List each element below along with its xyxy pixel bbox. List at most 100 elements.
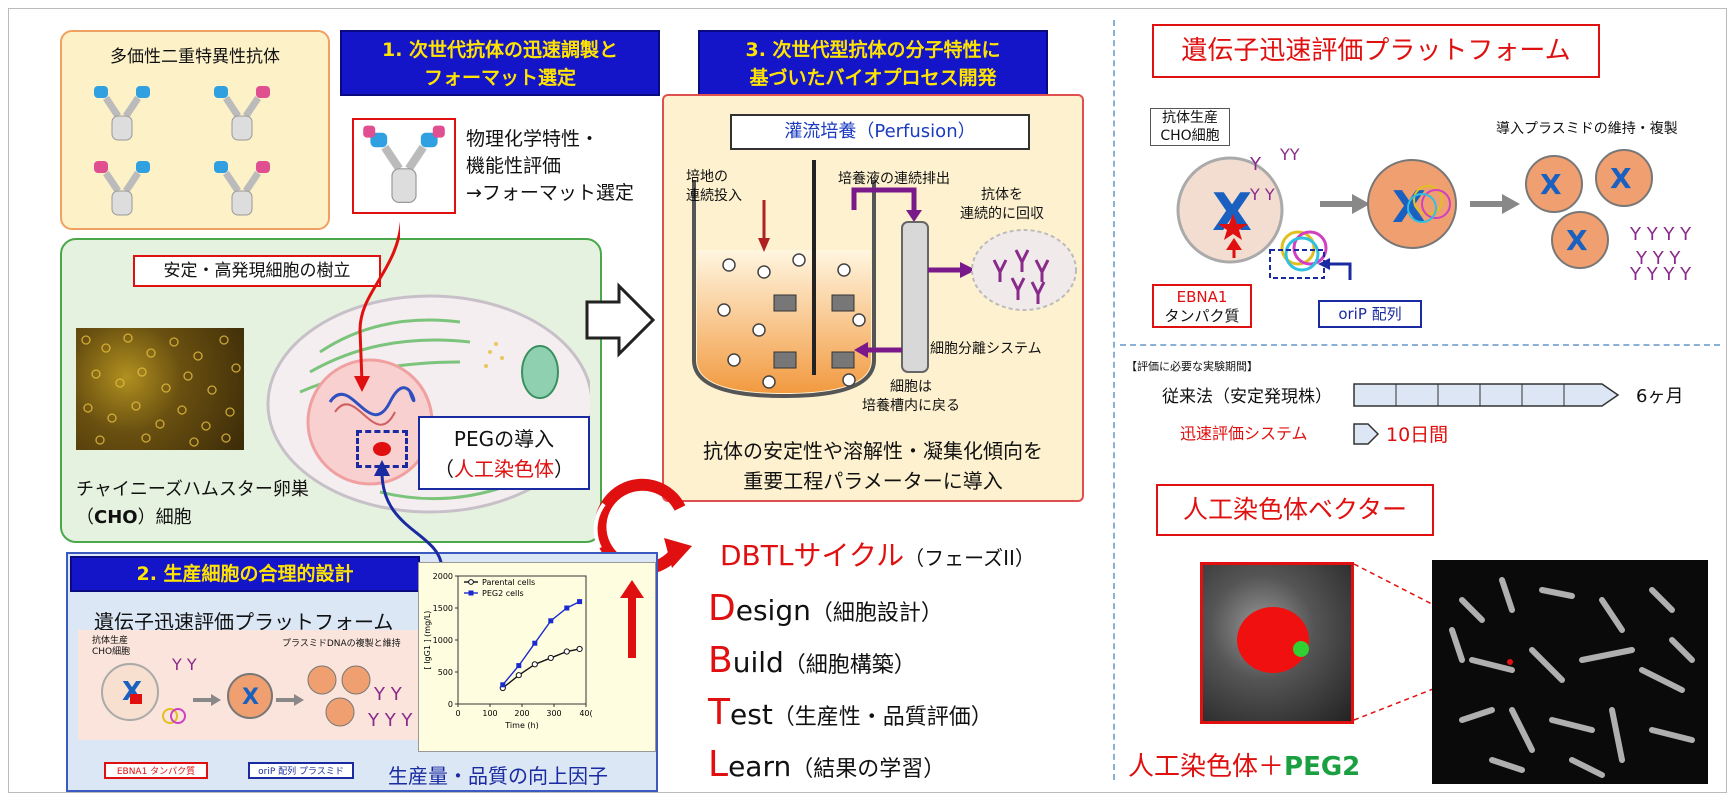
data-point <box>531 661 538 668</box>
cho-cell-label: チャイニーズハムスター卵巣 （CHO）細胞 <box>76 479 309 528</box>
cell-separation-label: 細胞分離システム <box>930 341 1042 357</box>
series-line <box>502 600 580 686</box>
bottom-right-label: 人工染色体＋PEG2 <box>1128 752 1361 782</box>
data-point <box>577 599 583 605</box>
antibody-collection-label: 抗体を 連続的に回収 <box>960 187 1044 222</box>
y-tick-label: 500 <box>438 668 453 677</box>
horizontal-divider <box>1120 344 1720 346</box>
dbtl-build: Build（細胞構築） <box>708 640 916 681</box>
data-point <box>532 640 538 646</box>
blue-arrow <box>374 460 444 571</box>
section2-improve-label: 生産量・品質の向上因子 <box>388 764 608 788</box>
section3-bottom-text: 抗体の安定性や溶解性・凝集化傾向を 重要工程パラメーターに導入 <box>703 439 1043 493</box>
svg-text:Y: Y <box>1249 154 1262 175</box>
multivalent-antibody-panel: 多価性二重特異性抗体 <box>60 30 330 230</box>
mitochondria <box>521 345 559 399</box>
svg-text:Y Y Y Y: Y Y Y Y <box>1629 264 1692 285</box>
antibody-icon <box>363 125 445 204</box>
rapid-value: 10日間 <box>1386 424 1449 446</box>
x-tick-label: 40( <box>579 709 592 718</box>
data-point <box>516 663 522 669</box>
continuous-output-label: 培養液の連続排出 <box>838 171 950 187</box>
antibody-icon <box>94 86 150 141</box>
svg-text:Y Y Y: Y Y Y <box>367 710 413 731</box>
conventional-value: 6ヶ月 <box>1636 386 1684 407</box>
section1-title: 1. 次世代抗体の迅速調製と フォーマット選定 <box>340 30 660 96</box>
legend-marker <box>468 579 474 585</box>
section1-description: 物理化学特性・ 機能性評価 →フォーマット選定 <box>466 128 634 204</box>
data-point <box>547 654 554 662</box>
right-maintain-label: 導入プラスミドの維持・複製 <box>1496 121 1678 137</box>
x-tick-label: 300 <box>546 709 561 718</box>
x-axis-label: Time (h) <box>504 721 538 730</box>
data-point <box>576 645 583 653</box>
perfusion-label: 灌流培養（Perfusion） <box>730 114 1030 150</box>
antibody-cloud <box>971 229 1077 311</box>
y-tick-label: 1000 <box>433 636 453 645</box>
dbtl-test: Test（生産性・品質評価） <box>708 692 993 733</box>
y-tick-label: 1500 <box>433 604 453 613</box>
x-tick-label: 200 <box>514 709 529 718</box>
antibody-icons <box>94 86 270 216</box>
conventional-label: 従来法（安定発現株） <box>1162 387 1332 407</box>
right-cho-label: 抗体生産 CHO細胞 <box>1150 108 1230 146</box>
y-axis-label: [ IgG1 ] (mg/L) <box>423 611 432 670</box>
legend-marker <box>468 590 474 596</box>
hollow-arrow <box>585 282 656 358</box>
antibody-icon <box>214 161 270 216</box>
section2-mini-cells: X Y Y X Y Y Y Y Y <box>101 655 413 731</box>
right-platform-diagram: X Y YY Y Y X X X X Y Y Y Y Y Y Y Y Y Y Y <box>1176 145 1692 285</box>
section2-orip-label: oriP 配列 プラスミド <box>248 762 354 779</box>
cho-microscopy-image <box>76 328 244 450</box>
multivalent-label: 多価性二重特異性抗体 <box>110 47 280 67</box>
red-up-arrow <box>628 596 636 658</box>
legend-label: PEG2 cells <box>482 589 524 598</box>
legend-label: Parental cells <box>482 578 535 587</box>
cell-return-label: 細胞は 培養槽内に戻る <box>862 379 960 414</box>
red-up-arrow-head <box>620 580 644 598</box>
data-point <box>515 672 522 679</box>
data-point <box>563 648 570 655</box>
vertical-divider <box>1113 20 1115 780</box>
period-label: 【評価に必要な実験期間】 <box>1126 360 1258 373</box>
peg-introduction-box: PEGの導入 （人工染色体） <box>418 416 590 490</box>
svg-text:X: X <box>242 685 259 710</box>
chromosomes <box>1449 577 1695 778</box>
stable-cell-label: 安定・高発現細胞の樹立 <box>133 255 381 287</box>
metaphase-spread-image <box>1432 560 1708 784</box>
section2-cho-label: 抗体生産 CHO細胞 <box>92 636 131 657</box>
dbtl-learn: Learn（結果の学習） <box>708 744 946 785</box>
svg-text:Y Y: Y Y <box>171 655 197 674</box>
section2-plasmid-label: プラスミドDNAの複製と維持 <box>282 639 401 649</box>
rapid-timeline-bar <box>1353 423 1380 445</box>
dbtl-design: Design（細胞設計） <box>708 588 943 629</box>
svg-text:Y Y: Y Y <box>373 684 403 705</box>
y-tick-label: 0 <box>448 700 453 709</box>
data-point <box>548 618 554 624</box>
antibody-icon <box>94 161 150 216</box>
x-tick-label: 0 <box>455 709 460 718</box>
section2-ebna-label: EBNA1 タンパク質 <box>104 762 208 779</box>
section2-title: 2. 生産細胞の合理的設計 <box>70 556 420 592</box>
igg-chart: 0 500 1000 1500 2000 0 100 200 300 40( Time (h) [ I… <box>423 572 593 730</box>
dbtl-title: DBTLサイクル（フェーズII） <box>720 539 1035 572</box>
cell-dots <box>81 333 241 447</box>
data-point <box>564 605 570 611</box>
conventional-timeline-bar <box>1353 383 1620 407</box>
svg-text:YY: YY <box>1279 145 1300 164</box>
svg-text:X: X <box>1610 162 1632 195</box>
bioreactor-diagram <box>692 160 1077 399</box>
series-line <box>502 648 580 689</box>
svg-text:X: X <box>1540 168 1562 201</box>
svg-text:Y Y: Y Y <box>1249 185 1275 204</box>
data-point <box>500 682 506 688</box>
section3-title: 3. 次世代型抗体の分子特性に 基づいたバイオプロセス開発 <box>698 30 1048 96</box>
rapid-label: 迅速評価システム <box>1180 424 1308 443</box>
vector-title: 人工染色体ベクター <box>1156 484 1434 536</box>
section1-antibody-image <box>352 118 456 214</box>
y-tick-label: 2000 <box>433 572 453 581</box>
red-arrow <box>354 219 400 392</box>
svg-text:X: X <box>1566 224 1588 257</box>
right-ebna-box: EBNA1 タンパク質 <box>1152 284 1252 328</box>
x-tick-label: 100 <box>482 709 497 718</box>
